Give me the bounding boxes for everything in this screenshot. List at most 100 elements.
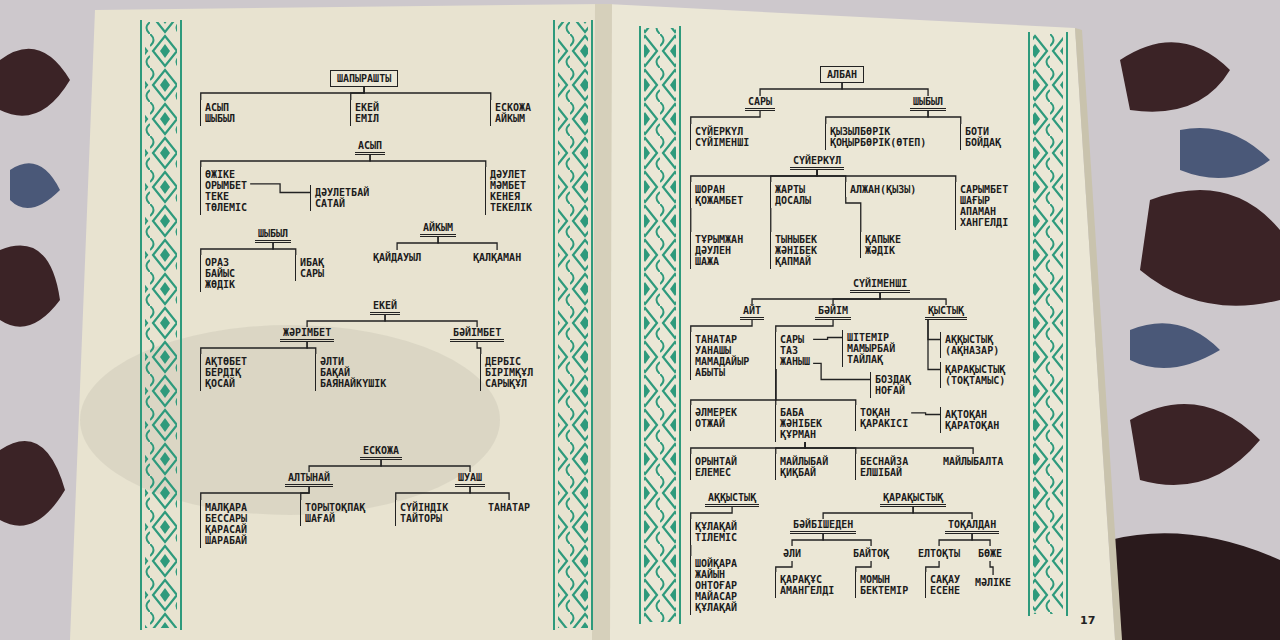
name-text: СҮЙЕРКҮЛ (793, 155, 841, 166)
lineage-line (776, 561, 792, 572)
name-plain: ҚАЙДАУЫЛ (370, 250, 424, 265)
name-text: ОРЫНТАЙ (695, 456, 737, 467)
name-text: ШАЖА (695, 256, 743, 267)
name-text: ОРЫМБЕТ (205, 180, 247, 191)
lineage-line (823, 507, 913, 519)
name-text: ШУАШ (458, 472, 482, 483)
name-text: БІРІМҚҰЛ (485, 367, 533, 378)
name-text: САРЫҚҰЛ (485, 378, 533, 389)
name-text: АЛЖАН(ҚЫЗЫ) (850, 184, 916, 195)
lineage-line (201, 155, 370, 167)
name-heading: БӘЙІМ (815, 305, 851, 320)
lineage-line (805, 442, 973, 454)
name-text: БӘЙІМ (818, 305, 848, 316)
name-heading: СҮЙІМЕНШІ (850, 278, 910, 293)
name-heading: АЙТ (740, 305, 764, 320)
lineage-line (250, 184, 310, 193)
name-group: АҚТОҚАНҚАРАТОҚАН (940, 407, 1002, 433)
name-text: ШАПЫРАШТЫ (337, 73, 391, 84)
name-text: МАМЫРБАЙ (847, 343, 895, 354)
name-text: ЖӘДІК (865, 245, 901, 256)
name-plain: МАЙЛЫБАЛТА (940, 454, 1006, 469)
lineage-line (926, 561, 939, 572)
name-group: ОРАЗБАЙЫСЖӨДІК (200, 255, 238, 292)
name-text: БОЙДАҚ (965, 137, 1001, 148)
lineage-line (842, 83, 928, 96)
lineage-line (833, 293, 880, 305)
name-text: СҮЙІМЕНШІ (853, 278, 907, 289)
name-group: ҚЫЗЫЛБӨРІКҚОҢЫРБӨРІК(ӨТЕП) (825, 124, 929, 150)
lineage-line (307, 342, 316, 354)
carpet-motif (0, 49, 70, 526)
name-text: ЕЛЕМЕС (695, 467, 737, 478)
name-text: МАЙЛЫБАЙ (780, 456, 828, 467)
name-group: ШОРАНҚОЖАМБЕТ (690, 182, 746, 208)
name-text: ОРАЗ (205, 257, 235, 268)
name-text: ҚОҢЫРБӨРІК(ӨТЕП) (830, 137, 926, 148)
name-text: БОТИ (965, 126, 1001, 137)
name-text: ЖӨДІК (205, 279, 235, 290)
name-heading: ЖӘРІМБЕТ (280, 327, 334, 342)
name-group: ЖАРТЫДОСАЛЫ (770, 182, 814, 208)
name-group: БОТИБОЙДАҚ (960, 124, 1004, 150)
name-text: ТЕКЕ (205, 191, 247, 202)
name-text: ТОҚАЛДАН (948, 519, 996, 530)
name-plain: МӘЛІКЕ (972, 575, 1014, 590)
name-text: МОМЫН (860, 574, 908, 585)
name-text: ӘЛМЕРЕК (695, 407, 737, 418)
name-text: ШОЙҚАРА (695, 558, 737, 569)
name-text: УАНАШЫ (695, 345, 749, 356)
name-group: ҚАРАҚҰСАМАНГЕЛДІ (775, 572, 837, 598)
name-text: ЖӘНІБЕК (780, 418, 822, 429)
name-text: АСЫП (358, 140, 382, 151)
lineage-line (770, 208, 771, 232)
border-line (640, 26, 680, 624)
name-group: САРЫМБЕТШАҒЫРАПАМАНХАНГЕЛДІ (955, 182, 1011, 230)
name-text: ШОРАН (695, 184, 743, 195)
ornament-border (1033, 34, 1063, 614)
name-group: ЕКЕЙЕМІЛ (350, 100, 382, 126)
name-heading: АСЫП (355, 140, 385, 155)
lineage-line (856, 561, 871, 572)
name-text: АЛТЫНАЙ (288, 472, 330, 483)
name-text: ТАНАТАР (488, 502, 530, 513)
name-text: БЕКТЕМІР (860, 585, 908, 596)
name-text: БАБА (780, 407, 822, 418)
name-group: МАЛҚАРАБЕССАРЫҚАРАСАЙШАРАБАЙ (200, 500, 250, 548)
name-text: ӘЛТИ (320, 356, 386, 367)
name-plain: ӘЛИ (780, 546, 804, 561)
name-text: ҚЫСТЫҚ (928, 305, 964, 316)
name-text: КЕНЕЯ (490, 191, 532, 202)
lineage-line (691, 320, 752, 332)
name-group: СҮЙІНДІКТАЙТОРЫ (395, 500, 451, 526)
lineage-line (381, 460, 470, 472)
name-text: ҚОЖАМБЕТ (695, 195, 743, 206)
name-group: САҚАУЕСЕНЕ (925, 572, 963, 598)
lineage-line (928, 320, 940, 370)
name-heading: БӘЙБІШЕДЕН (790, 519, 856, 534)
page-edge (1075, 28, 1122, 640)
lineage-line (691, 111, 760, 124)
name-text: БЕРДІҚ (205, 367, 247, 378)
lineage-line (776, 320, 833, 332)
name-group: ДӘУЛЕТМӘМБЕТКЕНЕЯТЕКЕЛІК (485, 167, 535, 215)
name-text: ТЫНЫБЕК (775, 234, 817, 245)
name-group: ҚАПЫКЕЖӘДІК (860, 232, 904, 258)
lineage-line (691, 442, 805, 454)
name-group: ОРЫНТАЙЕЛЕМЕС (690, 454, 740, 480)
border-line (1029, 32, 1067, 616)
lineage-line (752, 293, 880, 305)
lineage-line (438, 237, 497, 250)
name-text: ЕЛШІБАЙ (860, 467, 908, 478)
name-group: ӘЛТИБАҚАЙБАЯНАЙКҮШІК (315, 354, 389, 391)
name-plain: БАЙТОҚ (850, 546, 892, 561)
lineage-line (813, 338, 842, 340)
name-group: БОЗДАҚНОҒАЙ (870, 372, 914, 398)
name-text: ҚАРАҚЫСТЫҚ (883, 492, 943, 503)
name-text: ОНТОҒАР (695, 580, 737, 591)
name-text: АЛБАН (827, 69, 857, 80)
name-text: САРЫ (300, 268, 324, 279)
name-text: ЖӘНІБЕК (775, 245, 817, 256)
name-group: ҚҰЛАҚАЙТІЛЕМІС (690, 519, 740, 545)
